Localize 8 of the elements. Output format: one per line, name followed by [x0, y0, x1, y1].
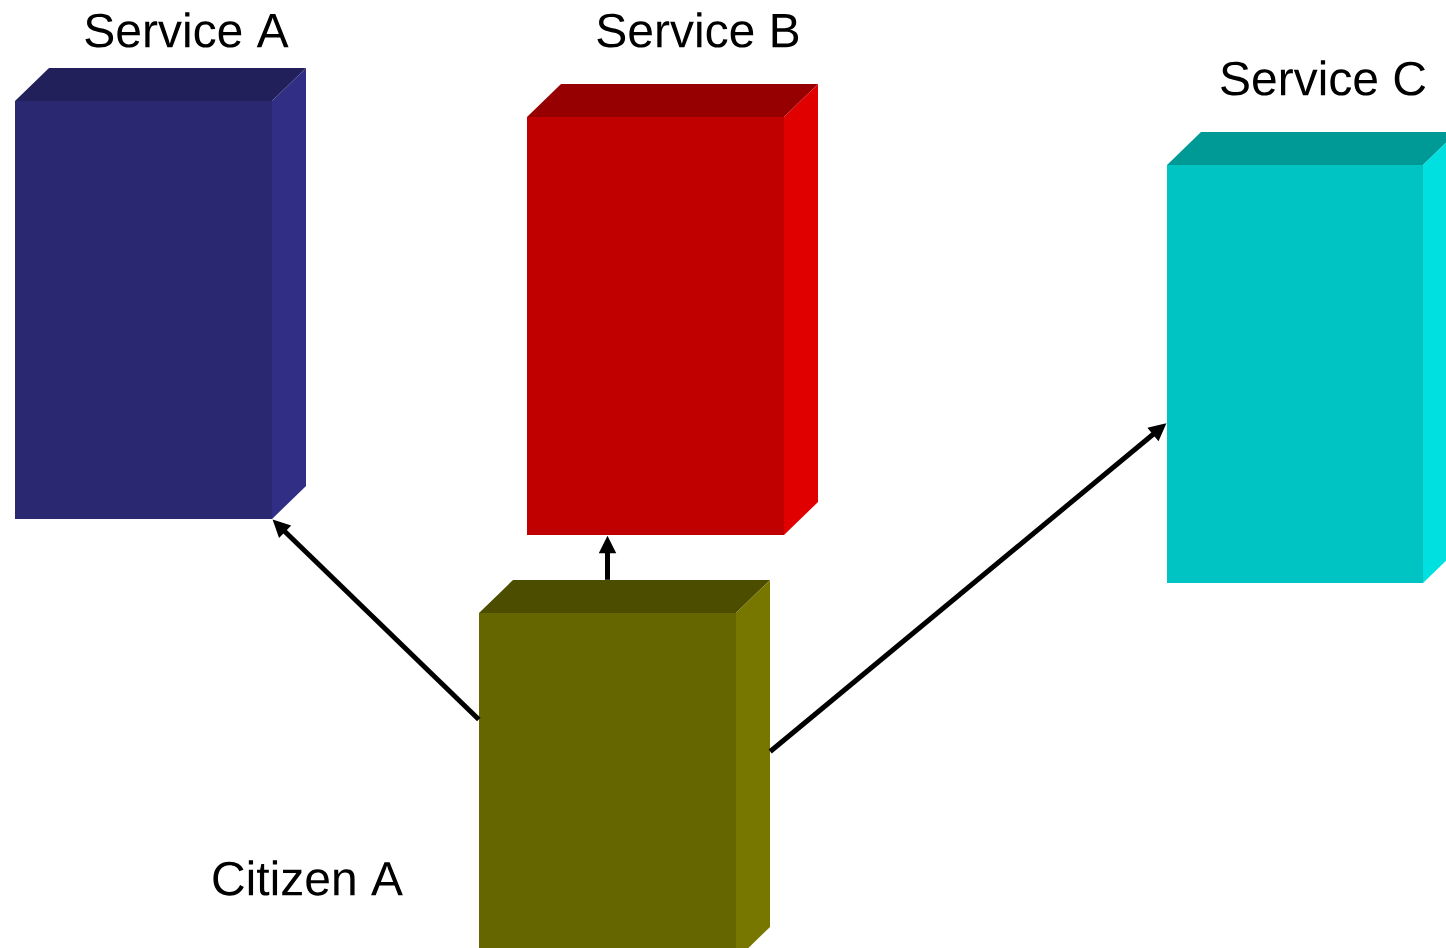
- node-label: Service A: [85, 12, 289, 48]
- node-label: Citizen A: [213, 860, 403, 896]
- block: Citizen A: [213, 580, 770, 948]
- block: Service A: [15, 12, 306, 519]
- block: Service C: [1167, 60, 1446, 583]
- block: Service B: [527, 12, 818, 535]
- node-label: Service C: [1221, 60, 1426, 96]
- node-label: Service B: [597, 12, 799, 48]
